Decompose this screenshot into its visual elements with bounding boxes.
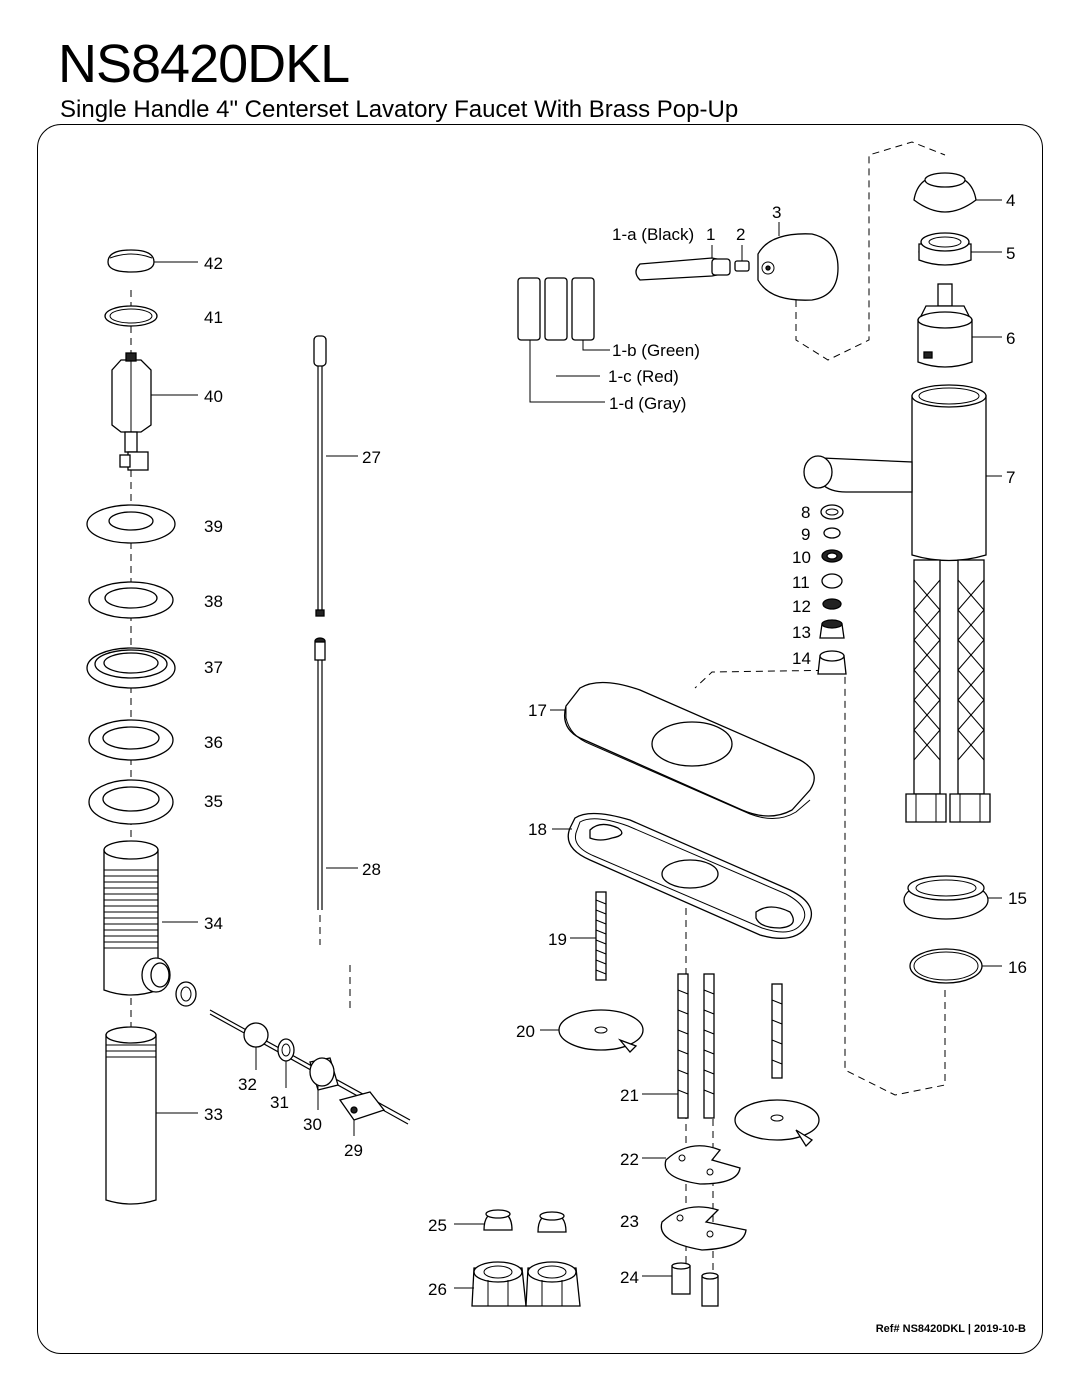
callout-5: 5 bbox=[1006, 244, 1015, 263]
part-2-set-screw bbox=[734, 260, 750, 272]
part-22-mounting-bracket bbox=[664, 1145, 741, 1185]
callout-40: 40 bbox=[204, 387, 223, 406]
callout-1c: 1-c (Red) bbox=[608, 367, 679, 386]
callout-23: 23 bbox=[620, 1212, 639, 1231]
callout-11: 11 bbox=[792, 573, 810, 592]
part-18-gasket bbox=[567, 812, 813, 939]
callout-14: 14 bbox=[792, 649, 811, 668]
callout-9: 9 bbox=[801, 525, 810, 544]
callout-24: 24 bbox=[620, 1268, 639, 1287]
part-23-mounting-bracket bbox=[660, 1206, 747, 1251]
part-7-faucet-body bbox=[803, 384, 987, 562]
part-21-threaded-rods bbox=[677, 973, 820, 1148]
reference-footer: Ref# NS8420DKL | 2019-10-B bbox=[876, 1323, 1026, 1335]
callout-20: 20 bbox=[516, 1022, 535, 1041]
part-20-plate-washer bbox=[558, 1009, 644, 1053]
callout-28: 28 bbox=[362, 860, 381, 879]
callout-19: 19 bbox=[548, 930, 567, 949]
callout-12: 12 bbox=[792, 597, 811, 616]
leader-lines bbox=[151, 199, 1002, 1289]
supply-hoses bbox=[905, 559, 991, 823]
handle-color-tabs bbox=[517, 277, 610, 403]
callout-6: 6 bbox=[1006, 329, 1015, 348]
callout-1a: 1-a (Black) bbox=[612, 225, 694, 244]
part-4-cap bbox=[913, 172, 977, 213]
part-33-tailpiece bbox=[105, 1026, 157, 1205]
part-5-bonnet-nut bbox=[918, 232, 972, 266]
callout-34: 34 bbox=[204, 914, 223, 933]
ref-separator: | bbox=[967, 1323, 971, 1335]
callout-32: 32 bbox=[238, 1075, 257, 1094]
product-description: Single Handle 4" Centerset Lavatory Fauc… bbox=[60, 96, 739, 123]
callout-36: 36 bbox=[204, 733, 223, 752]
callout-labels: 42 41 40 39 38 37 36 35 34 33 32 31 30 2… bbox=[204, 191, 1027, 1299]
callout-22: 22 bbox=[620, 1150, 639, 1169]
callout-16: 16 bbox=[1008, 958, 1027, 977]
part-37-gasket bbox=[86, 647, 176, 689]
callout-18: 18 bbox=[528, 820, 547, 839]
callout-1d: 1-d (Gray) bbox=[609, 394, 686, 413]
callout-2: 2 bbox=[736, 225, 745, 244]
part-34-drain-body bbox=[103, 840, 171, 996]
callout-1: 1 bbox=[706, 225, 715, 244]
part-16-o-ring bbox=[909, 948, 983, 984]
callout-41: 41 bbox=[204, 308, 223, 327]
part-27-lift-rod bbox=[313, 335, 327, 617]
callout-31: 31 bbox=[270, 1093, 289, 1112]
part-38-washer bbox=[88, 581, 174, 619]
ref-revision: 2019-10-B bbox=[974, 1323, 1026, 1335]
callout-7: 7 bbox=[1006, 468, 1015, 487]
callout-3: 3 bbox=[772, 203, 781, 222]
callout-15: 15 bbox=[1008, 889, 1027, 908]
part-24-nuts bbox=[671, 1262, 719, 1307]
callout-17: 17 bbox=[528, 701, 547, 720]
part-15-lock-ring bbox=[903, 875, 989, 920]
part-36-washer bbox=[88, 719, 174, 761]
part-26-coupling-nuts bbox=[471, 1261, 581, 1307]
callout-26: 26 bbox=[428, 1280, 447, 1299]
callout-42: 42 bbox=[204, 254, 223, 273]
part-28-pivot-rod bbox=[314, 637, 326, 910]
callout-29: 29 bbox=[344, 1141, 363, 1160]
callout-37: 37 bbox=[204, 658, 223, 677]
callout-30: 30 bbox=[303, 1115, 322, 1134]
part-17-deck-plate bbox=[563, 681, 815, 819]
part-40-pop-up-stopper bbox=[111, 352, 152, 471]
part-19-stud bbox=[595, 891, 607, 981]
part-39-flange bbox=[86, 504, 176, 544]
callout-33: 33 bbox=[204, 1105, 223, 1124]
part-35-friction-washer bbox=[88, 779, 174, 825]
callout-13: 13 bbox=[792, 623, 811, 642]
model-number: NS8420DKL bbox=[58, 34, 350, 94]
part-3-handle-body bbox=[757, 233, 839, 301]
callout-27: 27 bbox=[362, 448, 381, 467]
callout-1b: 1-b (Green) bbox=[612, 341, 700, 360]
callout-35: 35 bbox=[204, 792, 223, 811]
part-42-drain-cap bbox=[107, 249, 155, 273]
pivot-rod-assembly bbox=[175, 981, 411, 1125]
callout-39: 39 bbox=[204, 517, 223, 536]
ref-model: NS8420DKL bbox=[902, 1323, 965, 1335]
part-1-handle-lever bbox=[635, 257, 731, 281]
callout-10: 10 bbox=[792, 548, 811, 567]
ref-prefix: Ref# bbox=[875, 1323, 900, 1335]
diagram-frame bbox=[37, 124, 1043, 1354]
part-6-cartridge bbox=[917, 283, 973, 368]
callout-4: 4 bbox=[1006, 191, 1015, 210]
callout-38: 38 bbox=[204, 592, 223, 611]
part-25-sleeves bbox=[483, 1209, 567, 1233]
callout-25: 25 bbox=[428, 1216, 447, 1235]
callout-8: 8 bbox=[801, 503, 810, 522]
part-41-o-ring bbox=[104, 305, 158, 327]
callout-21: 21 bbox=[620, 1086, 639, 1105]
aerator-parts bbox=[817, 504, 847, 675]
